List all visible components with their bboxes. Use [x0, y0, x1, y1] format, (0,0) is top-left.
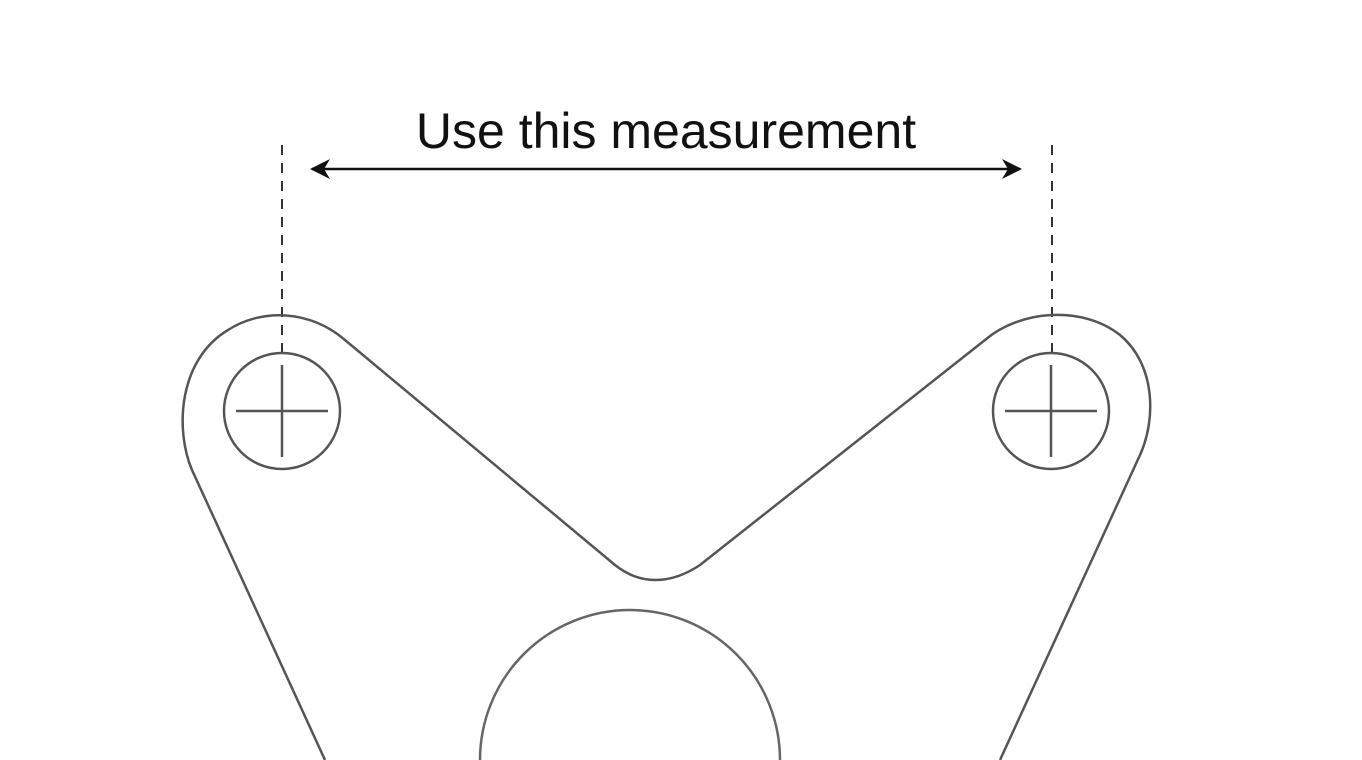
right-mounting-hole	[991, 351, 1111, 471]
center-bore-arc	[478, 608, 782, 760]
left-mounting-hole	[222, 351, 342, 471]
measurement-label: Use this measurement	[416, 103, 916, 159]
bracket-outline	[181, 313, 1152, 760]
